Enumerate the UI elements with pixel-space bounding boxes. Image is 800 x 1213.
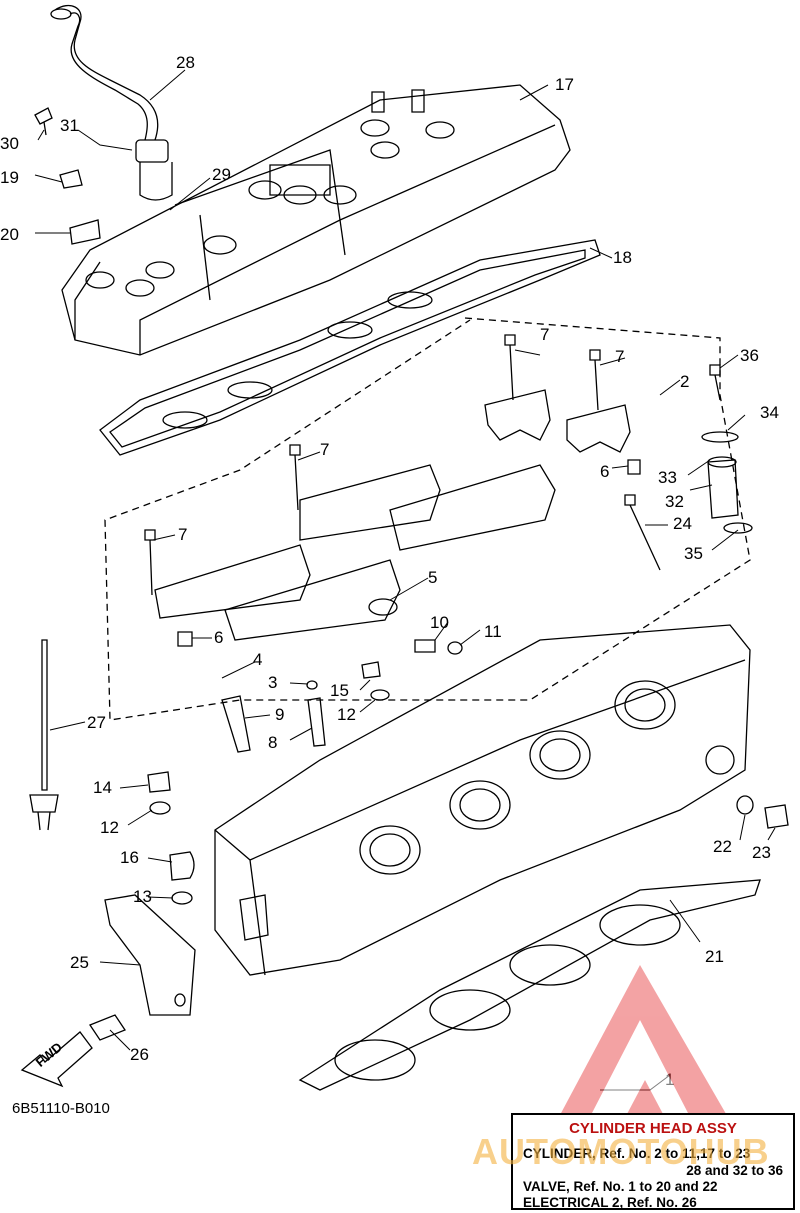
callout-15: 15: [330, 681, 349, 700]
callout-7d: 7: [178, 525, 187, 544]
legend-title: CYLINDER HEAD ASSY: [569, 1120, 737, 1137]
dipstick: [30, 640, 58, 830]
bolts: [35, 108, 720, 595]
fwd-arrow-icon: [22, 1032, 92, 1086]
legend-line-valve: VALVE, Ref. No. 1 to 20 and 22: [523, 1179, 718, 1194]
callout-12b: 12: [100, 818, 119, 837]
callout-36: 36: [740, 346, 759, 365]
callout-7b: 7: [615, 347, 624, 366]
callout-29: 29: [212, 165, 231, 184]
cover-gasket: [100, 240, 600, 455]
cylinder-head: [215, 625, 750, 975]
callout-14: 14: [93, 778, 112, 797]
callout-21: 21: [705, 947, 724, 966]
callout-28: 28: [176, 53, 195, 72]
head-gasket: [300, 880, 760, 1090]
camshaft-caps: [155, 390, 640, 646]
callout-31: 31: [60, 116, 79, 135]
breather-hose: [51, 6, 172, 200]
callout-16: 16: [120, 848, 139, 867]
callout-6a: 6: [600, 462, 609, 481]
watermark-text: AUTOMOTOHUB: [472, 1131, 770, 1172]
callout-12a: 12: [337, 705, 356, 724]
callout-17: 17: [555, 75, 574, 94]
callout-26: 26: [130, 1045, 149, 1064]
callout-13: 13: [133, 887, 152, 906]
callout-32: 32: [665, 492, 684, 511]
bracket: [105, 895, 195, 1015]
legend-box: CYLINDER HEAD ASSY CYLINDER, Ref. No. 2 …: [511, 1113, 795, 1210]
callout-2: 2: [680, 372, 689, 391]
callout-5: 5: [428, 568, 437, 587]
callout-22: 22: [713, 837, 732, 856]
callout-8: 8: [268, 733, 277, 752]
callout-25: 25: [70, 953, 89, 972]
callout-11: 11: [484, 622, 502, 641]
callout-24: 24: [673, 514, 692, 533]
callout-27: 27: [87, 713, 106, 732]
callout-7a: 7: [540, 325, 549, 344]
callout-30: 30: [0, 134, 19, 153]
plug-parts: [702, 432, 752, 533]
callout-6b: 6: [214, 628, 223, 647]
callout-18: 18: [613, 248, 632, 267]
legend-line-cylinder-cont: 28 and 32 to 36: [686, 1163, 783, 1178]
callout-35: 35: [684, 544, 703, 563]
diagram-reference-code: 6B51110-B010: [12, 1100, 110, 1117]
callout-34: 34: [760, 403, 779, 422]
callout-labels: 28 17 30 31 29 19 20 18 7 7 36 2 34 6 33…: [0, 53, 779, 1089]
small-parts: [90, 599, 788, 1040]
leader-lines: [35, 70, 775, 1090]
callout-20: 20: [0, 225, 19, 244]
callout-10: 10: [430, 613, 449, 632]
callout-7c: 7: [320, 440, 329, 459]
legend-line-electrical: ELECTRICAL 2, Ref. No. 26: [523, 1195, 697, 1210]
camshaft-cap-assy-outline: [105, 318, 750, 720]
callout-4: 4: [253, 650, 262, 669]
callout-23: 23: [752, 843, 771, 862]
legend-line-cylinder: CYLINDER, Ref. No. 2 to 11,17 to 23: [523, 1146, 751, 1161]
callout-33: 33: [658, 468, 677, 487]
callout-19: 19: [0, 168, 19, 187]
callout-9: 9: [275, 705, 284, 724]
cylinder-head-cover: [62, 85, 570, 355]
callout-3: 3: [268, 673, 277, 692]
